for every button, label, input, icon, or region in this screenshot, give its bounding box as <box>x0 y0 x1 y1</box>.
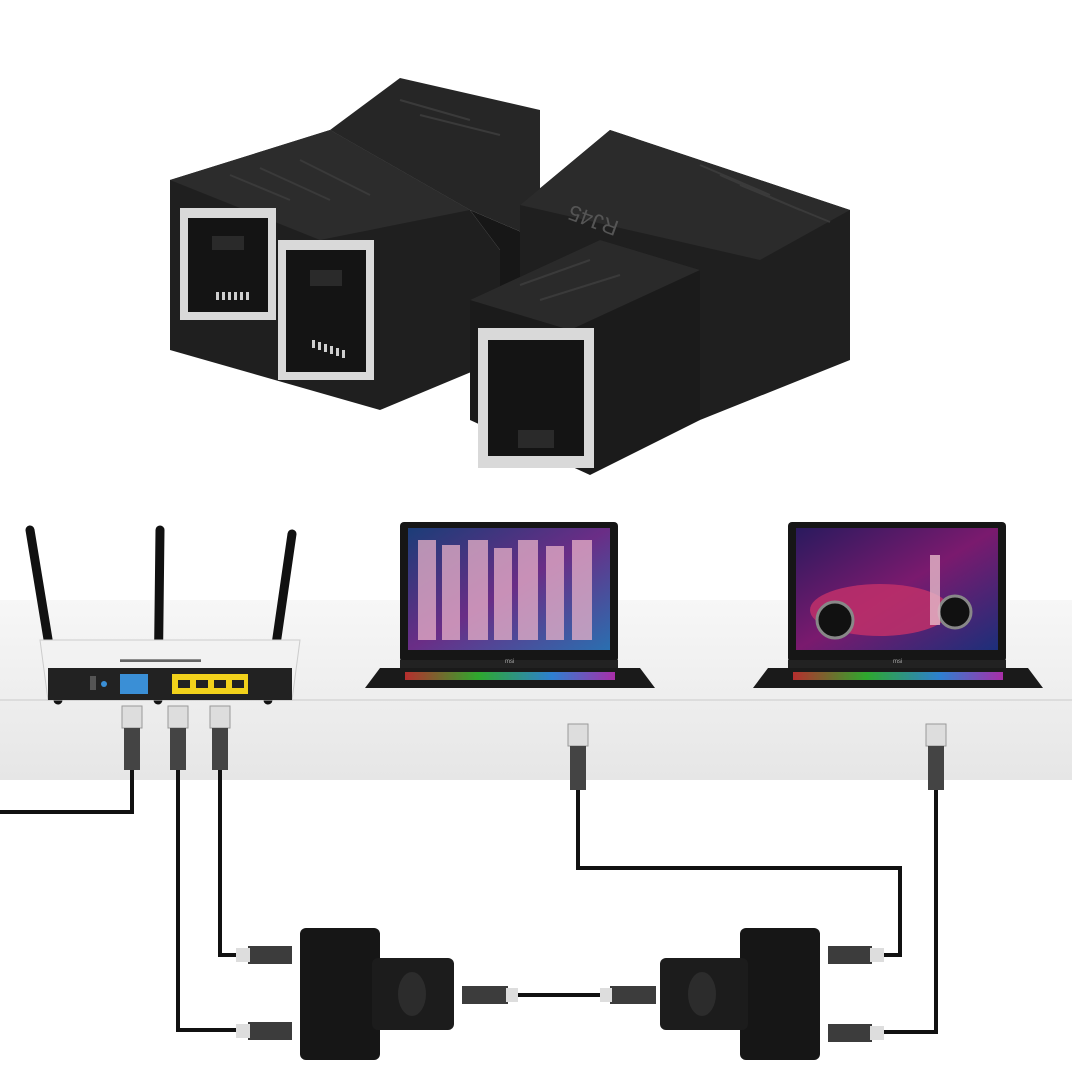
cable-connectors <box>121 705 947 790</box>
rj45-port-2 <box>278 240 374 380</box>
rj45-plug-icon <box>209 705 231 770</box>
splitter-product-photo: RJ45 <box>170 78 850 475</box>
router: ▬▬▬▬▬▬▬▬▬ <box>25 525 301 705</box>
rj45-port-1 <box>180 208 276 320</box>
rj45-plug-icon <box>167 705 189 770</box>
rj45-plug-icon <box>236 946 292 964</box>
splitter-two-port <box>170 78 540 410</box>
splitter-one-port: RJ45 <box>470 130 850 475</box>
laptop-brand-logo: msi <box>505 659 514 665</box>
rj45-plug-icon <box>236 1022 292 1040</box>
rj45-plug-icon <box>828 1024 884 1042</box>
laptop-brand-logo: msi <box>893 659 902 665</box>
cables <box>0 770 938 1034</box>
svg-text:▬▬▬▬▬▬▬▬▬: ▬▬▬▬▬▬▬▬▬ <box>120 654 201 664</box>
rj45-plug-icon <box>567 723 589 790</box>
rj45-port-single <box>478 328 594 468</box>
rj45-plug-icon <box>462 986 518 1004</box>
rj45-plug-icon <box>925 723 947 790</box>
rj45-plug-icon <box>121 705 143 770</box>
lan-ports <box>172 674 248 694</box>
rj45-plug-icon <box>828 946 884 964</box>
laptop-right: msi <box>753 522 1043 688</box>
wan-port <box>120 674 148 694</box>
rj45-plug-icon <box>600 986 656 1004</box>
laptop-left: msi <box>365 522 655 688</box>
splitter-bottom-right <box>600 928 884 1060</box>
splitter-bottom-left <box>236 928 518 1060</box>
